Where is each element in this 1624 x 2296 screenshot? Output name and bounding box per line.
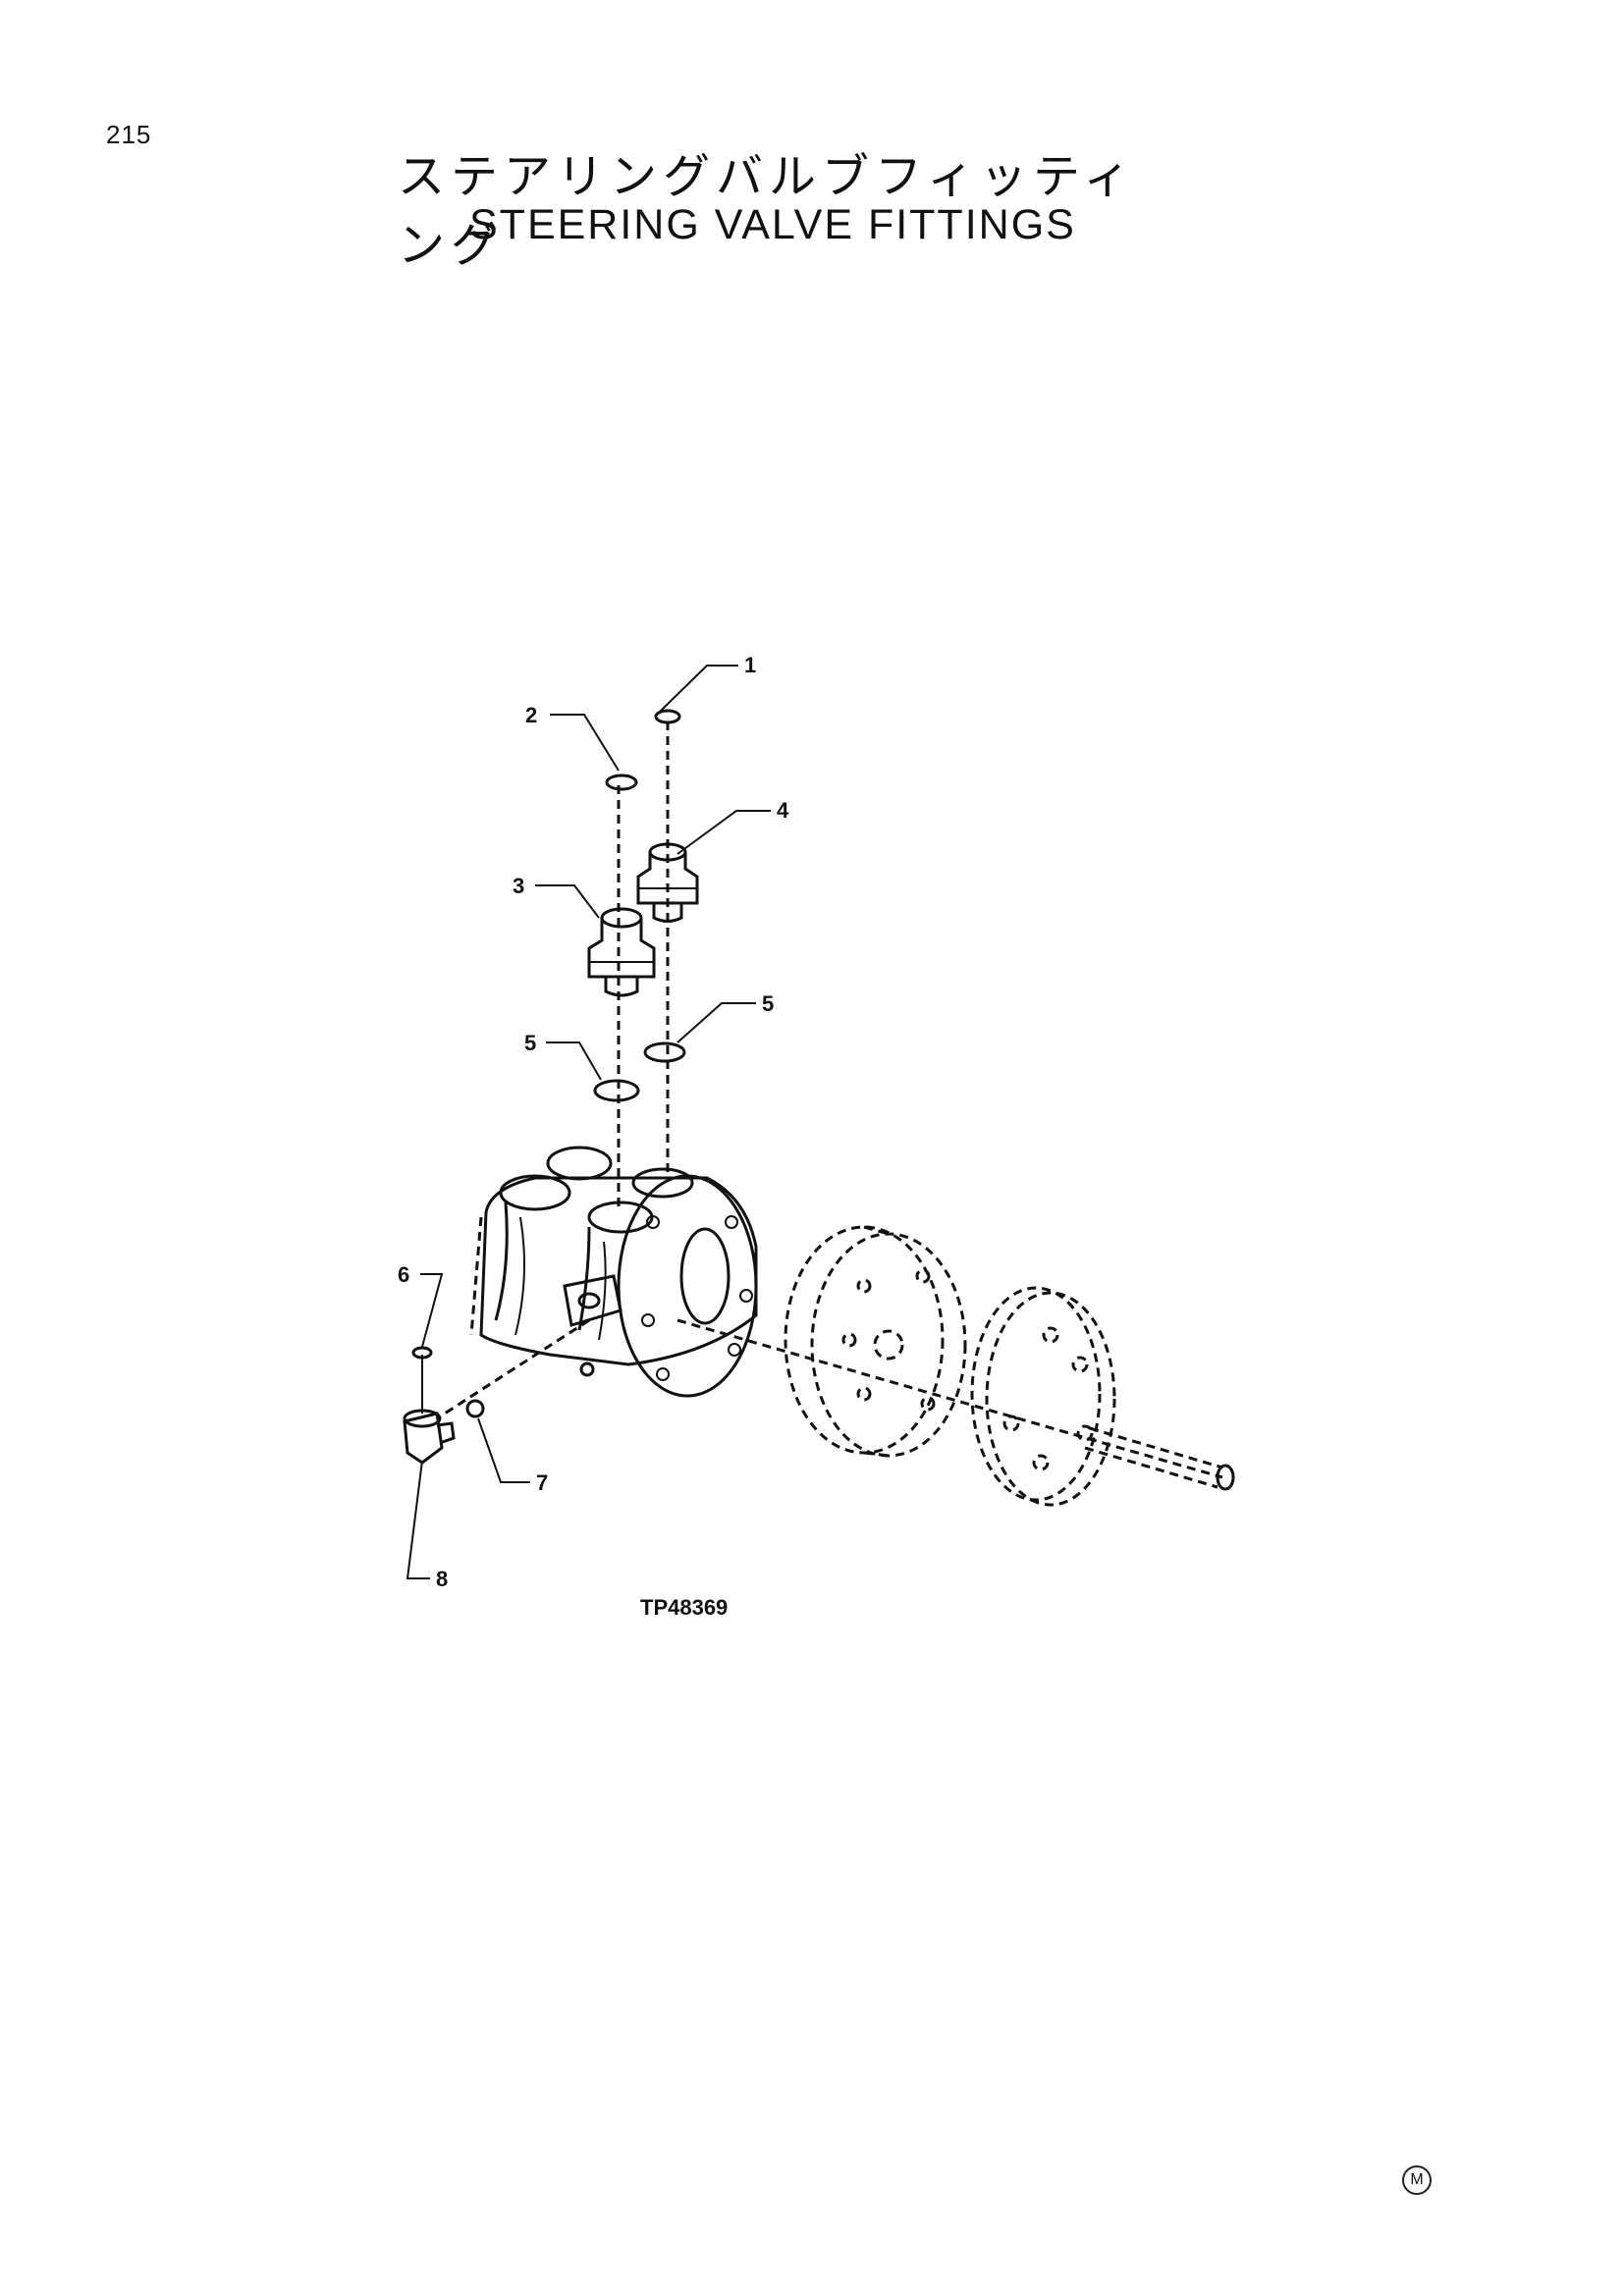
callout-2: 2 (525, 703, 537, 727)
guide-line-axis (677, 1318, 1223, 1479)
port-front-right (587, 1201, 654, 1234)
leader-1 (659, 665, 738, 713)
figure-code: TP48369 (640, 1595, 728, 1620)
o-ring-5-right (643, 1041, 686, 1063)
guide-line-side (436, 1318, 590, 1420)
leader-5-left (546, 1041, 602, 1081)
valve-flange (617, 1174, 758, 1398)
port-back-left (546, 1146, 613, 1181)
leader-3 (535, 884, 600, 919)
port-back-right (631, 1167, 694, 1199)
footer-mark: M (1402, 2165, 1432, 2195)
callout-6: 6 (398, 1262, 409, 1287)
callout-5-left: 5 (524, 1031, 536, 1055)
o-ring-6 (411, 1346, 433, 1360)
callout-3: 3 (513, 874, 524, 898)
callout-4: 4 (777, 798, 789, 823)
leader-7 (477, 1417, 530, 1483)
adapter-housing (784, 1225, 967, 1458)
leader-8 (406, 1460, 430, 1579)
fitting-4 (636, 842, 699, 923)
end-cover (970, 1286, 1116, 1507)
fitting-3 (587, 907, 656, 997)
leader-6 (420, 1273, 444, 1348)
callout-5-right: 5 (762, 991, 774, 1016)
shaft-end (1084, 1426, 1235, 1491)
o-ring-1 (654, 709, 681, 724)
leader-5-right (677, 1002, 756, 1043)
o-ring-7 (465, 1399, 485, 1418)
callout-7: 7 (536, 1470, 548, 1495)
steering-valve-body (469, 1146, 758, 1398)
port-front-left (499, 1174, 571, 1211)
callout-1: 1 (744, 653, 756, 677)
o-ring-2 (605, 774, 638, 791)
page-title-english: STEERING VALVE FITTINGS (469, 201, 1076, 248)
page-title-japanese: ステアリングバルブフィッティング (398, 149, 1137, 273)
o-ring-5-left (593, 1079, 640, 1102)
elbow-fitting-8 (403, 1409, 456, 1465)
leader-2 (550, 714, 620, 772)
page-number: 215 (106, 120, 152, 149)
callout-8: 8 (436, 1567, 448, 1591)
leader-4 (677, 810, 771, 855)
